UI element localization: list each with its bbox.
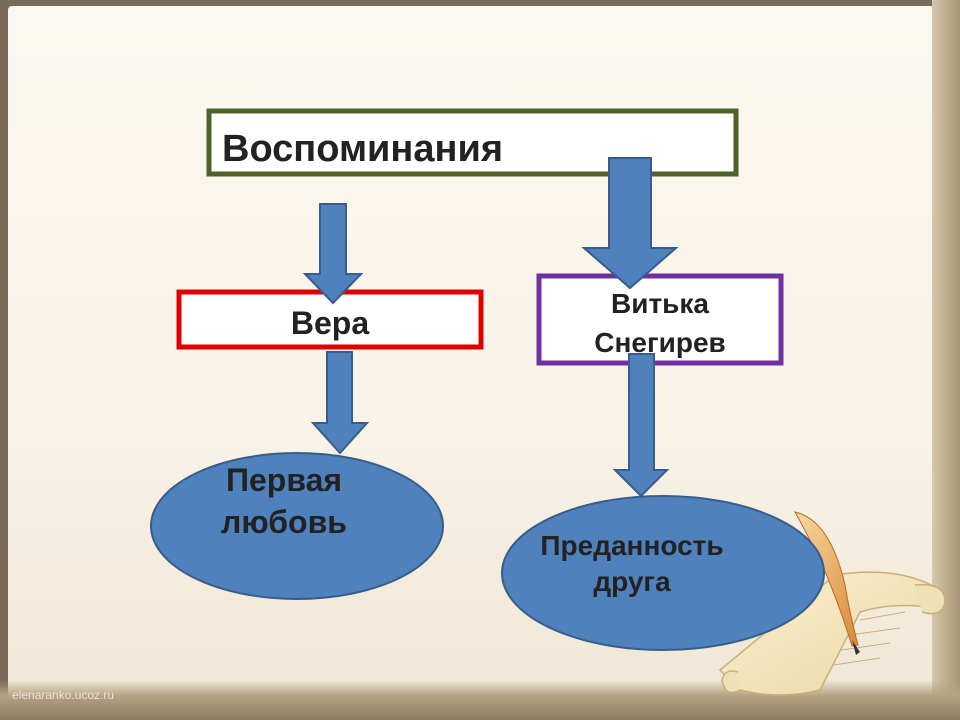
first-love-line1: Первая (226, 462, 342, 498)
watermark: elenaranko.ucoz.ru (12, 688, 115, 702)
vitka-label-line1: Витька (611, 288, 709, 319)
first-love-ellipse (150, 452, 444, 600)
vitka-label-line2: Снегирев (594, 327, 725, 358)
scroll-quill-decoration (718, 511, 947, 696)
vera-label: Вера (291, 305, 369, 341)
vitka-box (536, 273, 784, 366)
first-love-line2: любовь (221, 504, 347, 540)
arrow-root-to-vera (302, 203, 364, 305)
devotion-line1: Преданность (540, 530, 723, 561)
arrow-vera-to-love (310, 351, 370, 455)
root-label: Воспоминания (222, 128, 503, 170)
arrow-root-to-vitka (581, 157, 679, 290)
devotion-ellipse (501, 495, 825, 651)
arrow-vitka-to-devotion (612, 353, 670, 498)
devotion-line2: друга (593, 566, 671, 597)
